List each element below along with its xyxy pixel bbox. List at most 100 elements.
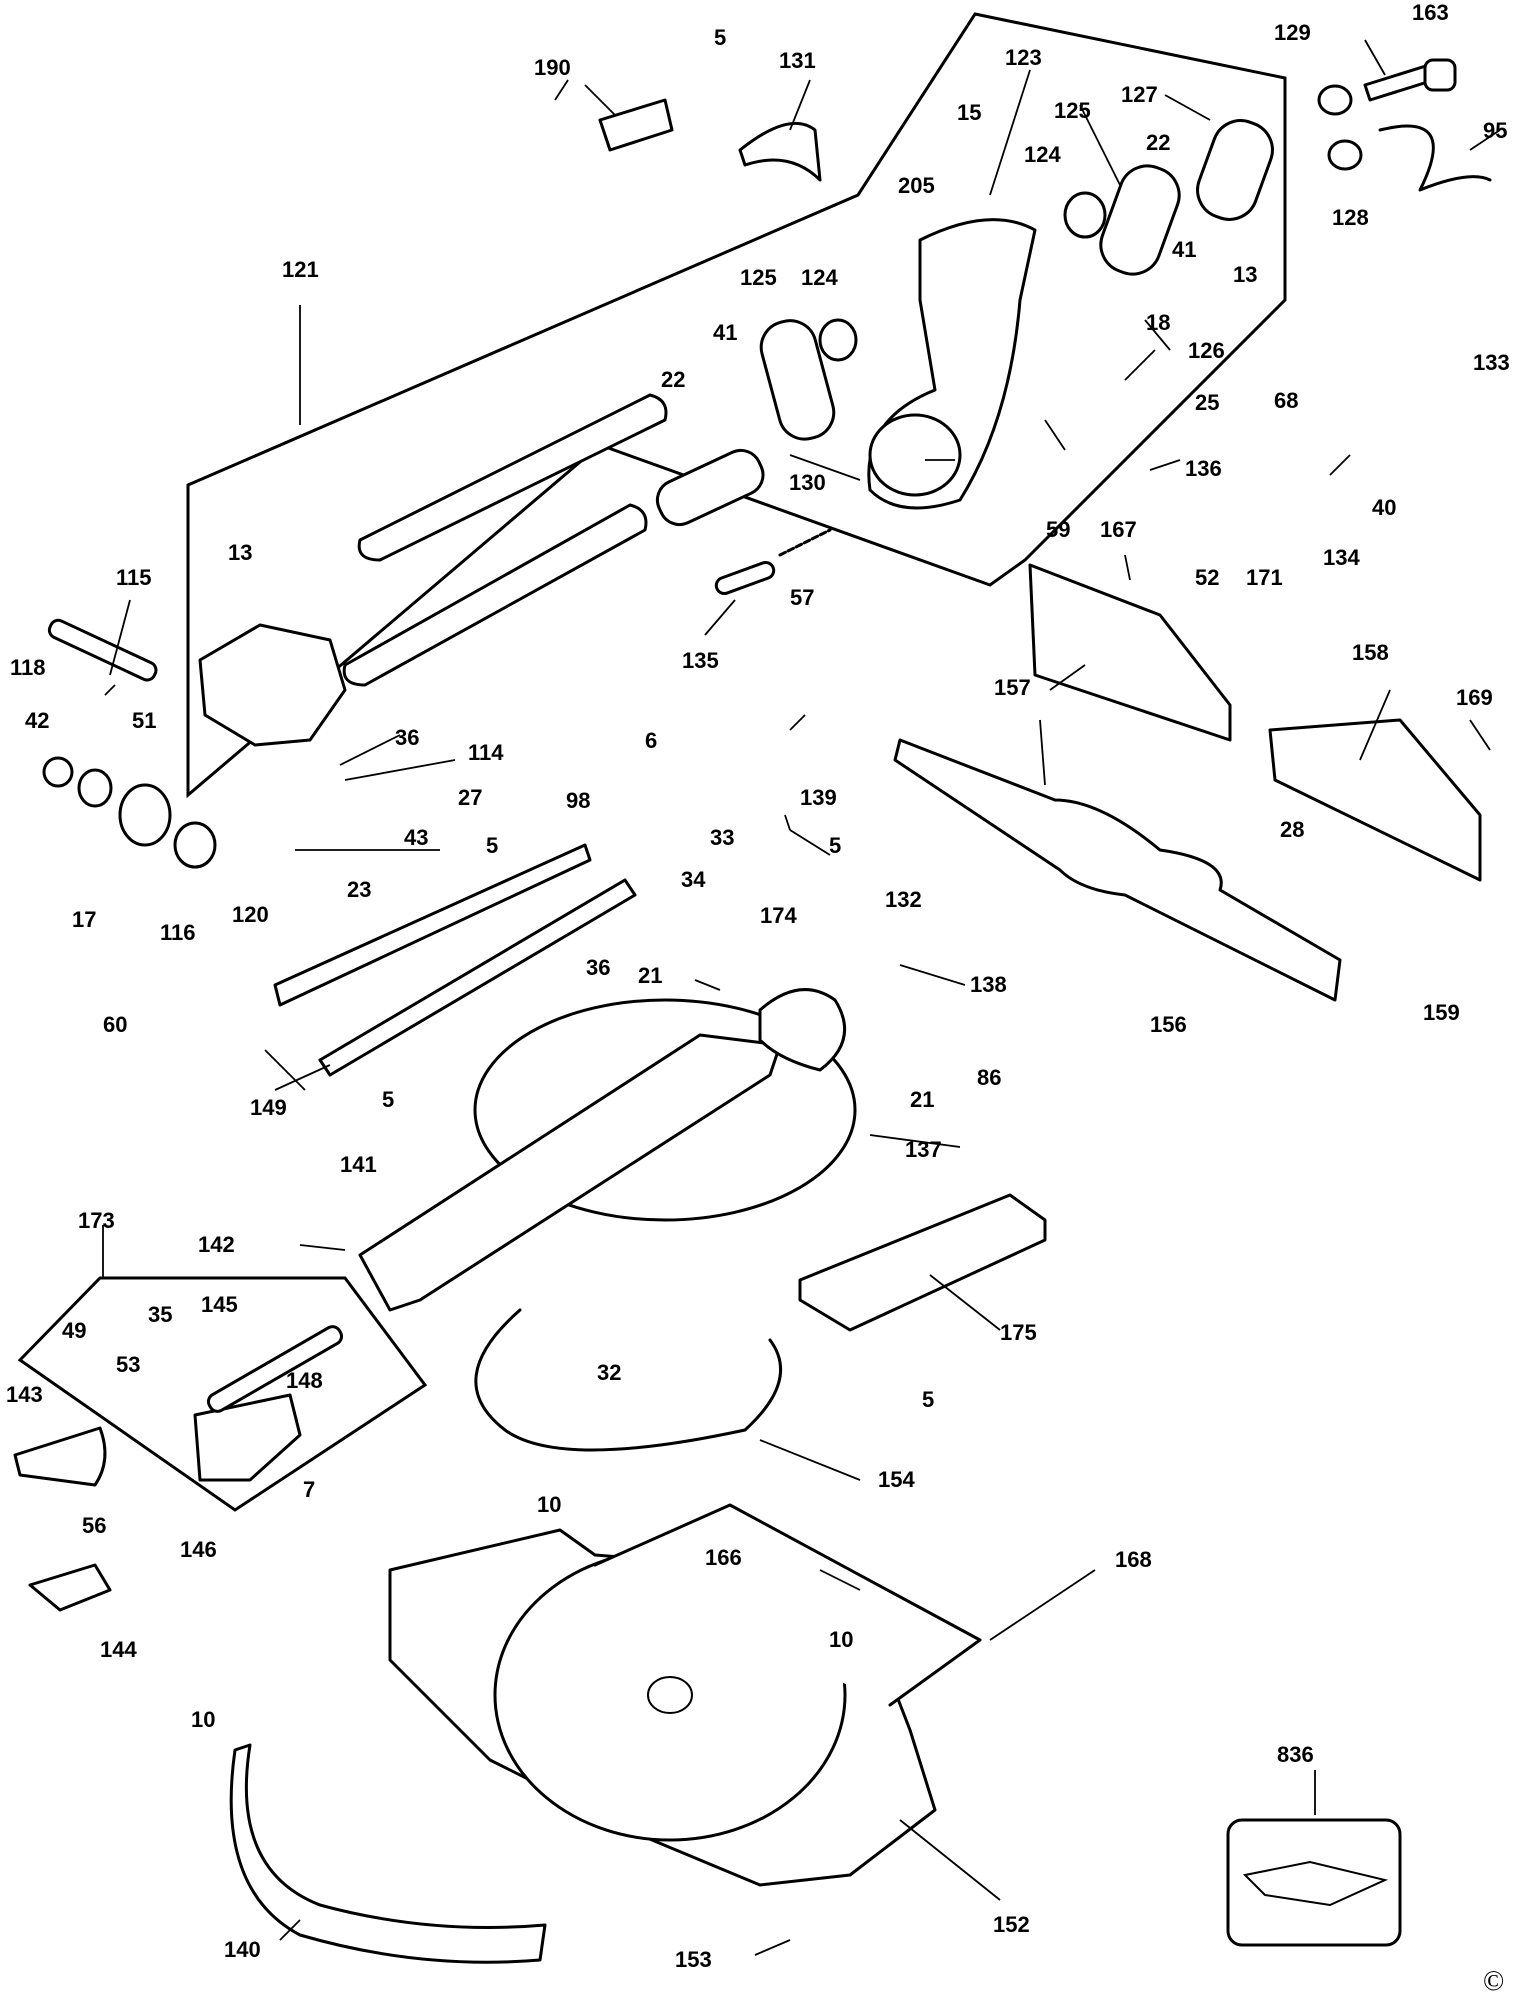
callout-125: 125 — [740, 265, 777, 290]
callout-124: 124 — [801, 265, 838, 290]
fence-158 — [1268, 718, 1482, 882]
callout-68: 68 — [1274, 388, 1298, 413]
callout-173: 173 — [78, 1208, 115, 1233]
scale-140 — [229, 1743, 547, 1964]
callout-56: 56 — [82, 1513, 106, 1538]
guard-strip-131 — [738, 121, 822, 182]
callout-205: 205 — [898, 173, 935, 198]
callout-168: 168 — [1115, 1547, 1152, 1572]
accessory-box-frame — [1226, 1818, 1402, 1947]
callout-128: 128 — [1332, 205, 1369, 230]
slide-rail-149-lower — [318, 878, 637, 1077]
cap-116 — [173, 821, 217, 869]
plate-125-mid — [759, 319, 836, 441]
bushing-129 — [1317, 84, 1353, 116]
callout-133: 133 — [1473, 350, 1510, 375]
callout-35: 35 — [148, 1302, 172, 1327]
washer-124-mid — [818, 318, 858, 362]
callout-18: 18 — [1146, 310, 1170, 335]
callout-167: 167 — [1100, 517, 1137, 542]
callout-21: 21 — [910, 1087, 934, 1112]
callout-5: 5 — [714, 25, 726, 50]
callout-15: 15 — [957, 100, 981, 125]
callout-114: 114 — [468, 740, 504, 765]
plate-125-top — [1099, 164, 1181, 276]
callout-27: 27 — [458, 785, 482, 810]
callout-98: 98 — [566, 788, 590, 813]
callout-36: 36 — [586, 955, 610, 980]
pin-135 — [714, 560, 776, 596]
arm-assembly-frame — [186, 12, 1287, 799]
callout-22: 22 — [1146, 130, 1170, 155]
callout-52: 52 — [1195, 565, 1219, 590]
callout-40: 40 — [1372, 495, 1396, 520]
callout-166: 166 — [705, 1545, 742, 1570]
callout-5: 5 — [486, 833, 498, 858]
callout-60: 60 — [103, 1012, 127, 1037]
callout-51: 51 — [132, 708, 156, 733]
callout-174: 174 — [760, 903, 797, 928]
arm-bore-130 — [868, 413, 962, 497]
callout-154: 154 — [878, 1467, 915, 1492]
callout-163: 163 — [1412, 0, 1449, 25]
handle-144 — [28, 1563, 112, 1612]
callout-129: 129 — [1274, 20, 1311, 45]
table-arm-137 — [358, 1033, 782, 1312]
label-plate-190 — [598, 98, 674, 152]
fence-156 — [893, 738, 1342, 1002]
callout-41: 41 — [713, 320, 737, 345]
callout-43: 43 — [404, 825, 428, 850]
callout-36: 36 — [395, 725, 419, 750]
callout-134: 134 — [1323, 545, 1360, 570]
callout-136: 136 — [1185, 456, 1222, 481]
callout-137: 137 — [905, 1137, 942, 1162]
callout-190: 190 — [534, 55, 571, 80]
callout-118: 118 — [10, 655, 46, 680]
callout-836: 836 — [1277, 1742, 1314, 1767]
callout-42: 42 — [25, 708, 49, 733]
cover-plate-175 — [798, 1193, 1047, 1332]
sleeve-121 — [655, 448, 765, 527]
callout-171: 171 — [1246, 565, 1283, 590]
fence-157 — [1028, 563, 1232, 742]
callout-41: 41 — [1172, 237, 1196, 262]
callout-121: 121 — [282, 257, 319, 282]
callout-156: 156 — [1150, 1012, 1187, 1037]
callout-142: 142 — [198, 1232, 235, 1257]
callout-86: 86 — [977, 1065, 1001, 1090]
callout-33: 33 — [710, 825, 734, 850]
callout-34: 34 — [681, 867, 706, 892]
leader-lines — [102, 39, 1501, 1956]
washer-42b — [77, 768, 113, 808]
rail-121-upper — [357, 393, 668, 562]
callout-23: 23 — [347, 877, 371, 902]
callout-25: 25 — [1195, 390, 1219, 415]
callout-124: 124 — [1024, 142, 1061, 167]
callout-116: 116 — [160, 920, 196, 945]
plate-127 — [1196, 119, 1274, 221]
callout-5: 5 — [829, 833, 841, 858]
callout-138: 138 — [970, 972, 1007, 997]
bushing-128 — [1327, 139, 1363, 171]
callout-6: 6 — [645, 728, 657, 753]
callout-145: 145 — [201, 1292, 238, 1317]
callout-140: 140 — [224, 1937, 261, 1962]
callout-22: 22 — [661, 367, 685, 392]
callout-13: 13 — [228, 540, 252, 565]
callout-144: 144 — [100, 1637, 137, 1662]
spring-60 — [118, 783, 172, 847]
callout-53: 53 — [116, 1352, 140, 1377]
callout-148: 148 — [286, 1368, 323, 1393]
callout-127: 127 — [1121, 82, 1158, 107]
callout-130: 130 — [789, 470, 826, 495]
callout-labels: 5 190 131 123 15 205 125 127 22 124 41 1… — [6, 0, 1510, 1972]
rod-168 — [593, 1503, 982, 1707]
rear-bracket — [198, 623, 347, 747]
callout-10: 10 — [829, 1627, 853, 1652]
callout-59: 59 — [1046, 517, 1070, 542]
washer-124-top — [1063, 191, 1107, 239]
rod-115 — [47, 618, 158, 682]
wrench-tip-163 — [1423, 58, 1457, 92]
callout-32: 32 — [597, 1360, 621, 1385]
callout-169: 169 — [1456, 685, 1493, 710]
